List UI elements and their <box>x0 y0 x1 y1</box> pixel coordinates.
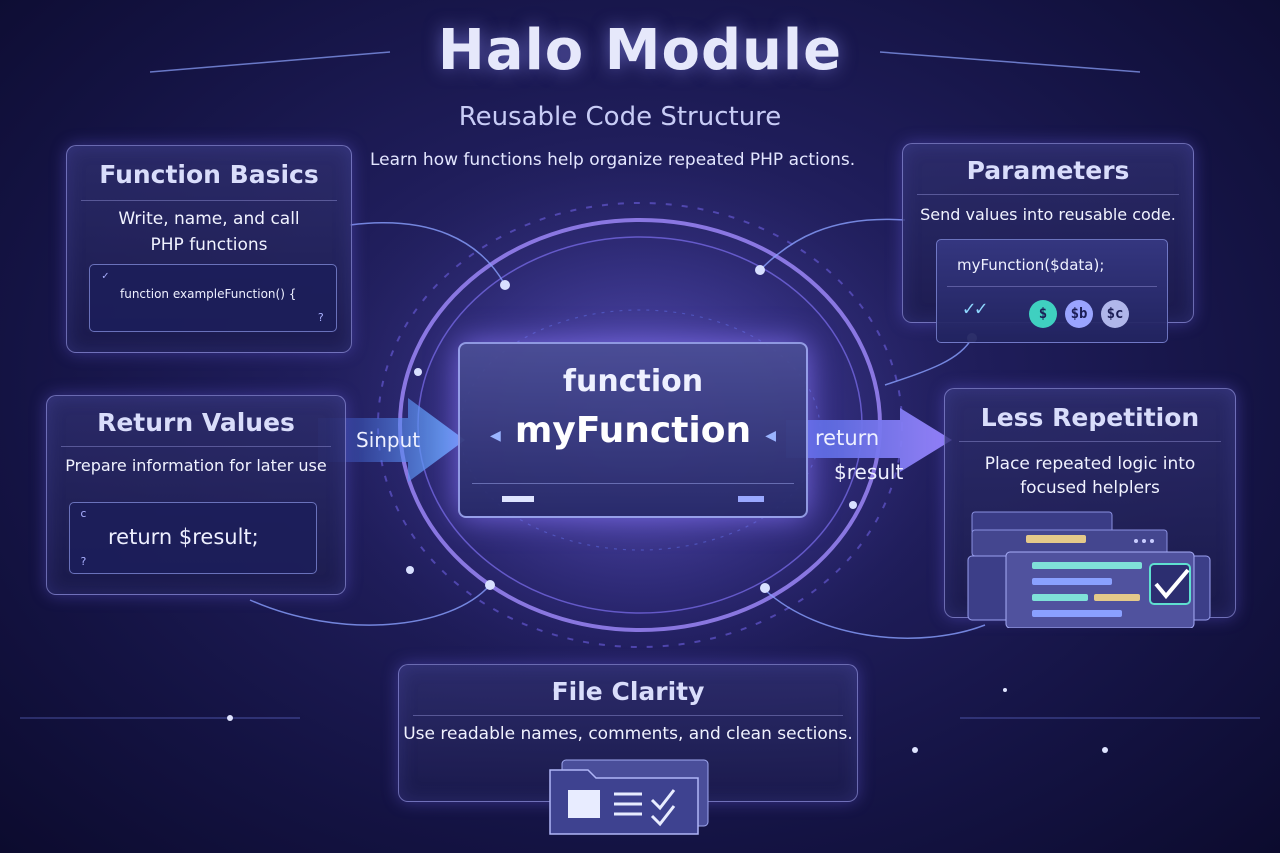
function-basics-title: Function Basics <box>99 160 319 189</box>
return-values-desc: Prepare information for later use <box>65 456 327 475</box>
return-values-code-block: c return $result; ? <box>69 502 317 574</box>
return-values-code: return $result; <box>108 525 259 549</box>
return-values-card: Return Values Prepare information for la… <box>46 395 346 595</box>
function-keyword: function <box>562 364 704 399</box>
function-basics-card: Function Basics Write, name, and call PH… <box>66 145 352 353</box>
return-arrow-label: return <box>815 426 880 450</box>
page-subtitle: Reusable Code Structure <box>458 102 782 132</box>
function-box: function myFunction ◀ ◀ <box>458 342 808 518</box>
file-clarity-title: File Clarity <box>551 677 705 706</box>
function-basics-code-block: ✓ function exampleFunction() { ? <box>89 264 337 332</box>
parameters-title: Parameters <box>966 156 1130 185</box>
parameters-card: Parameters Send values into reusable cod… <box>902 143 1194 323</box>
intro-text: Learn how functions help organize repeat… <box>370 150 856 170</box>
file-clarity-desc: Use readable names, comments, and clean … <box>403 724 853 744</box>
page-title: Halo Module <box>437 18 843 83</box>
less-repetition-desc-2: focused helplers <box>1020 478 1160 498</box>
stacked-panels-icon <box>967 511 1211 628</box>
right-caret-icon: ◀ <box>765 428 776 444</box>
folder-icon <box>549 759 709 835</box>
parameters-code-block: myFunction($data); ✓✓ $ $b $c <box>936 239 1168 343</box>
input-arrow-label: Sinput <box>356 428 421 452</box>
question-mark: ? <box>317 311 324 324</box>
dollar-badge: $ <box>1029 300 1057 328</box>
mark-top: c <box>80 507 87 520</box>
less-repetition-desc-1: Place repeated logic into <box>984 454 1196 474</box>
result-label: $result <box>834 460 904 484</box>
dollar-b-badge: $b <box>1065 300 1093 328</box>
check-icon: ✓✓ <box>963 296 988 320</box>
parameters-desc: Send values into reusable code. <box>920 205 1176 224</box>
parameters-code: myFunction($data); <box>957 256 1105 274</box>
function-name: myFunction <box>514 410 752 451</box>
return-values-title: Return Values <box>97 408 295 437</box>
left-caret-icon: ◀ <box>490 428 501 444</box>
function-basics-code: function exampleFunction() { <box>120 287 297 301</box>
check-mark: ✓ <box>102 269 109 282</box>
function-basics-desc: Write, name, and call PHP functions <box>118 209 300 255</box>
dollar-c-badge: $c <box>1101 300 1129 328</box>
less-repetition-title: Less Repetition <box>980 403 1200 432</box>
question-mark: ? <box>80 555 87 568</box>
